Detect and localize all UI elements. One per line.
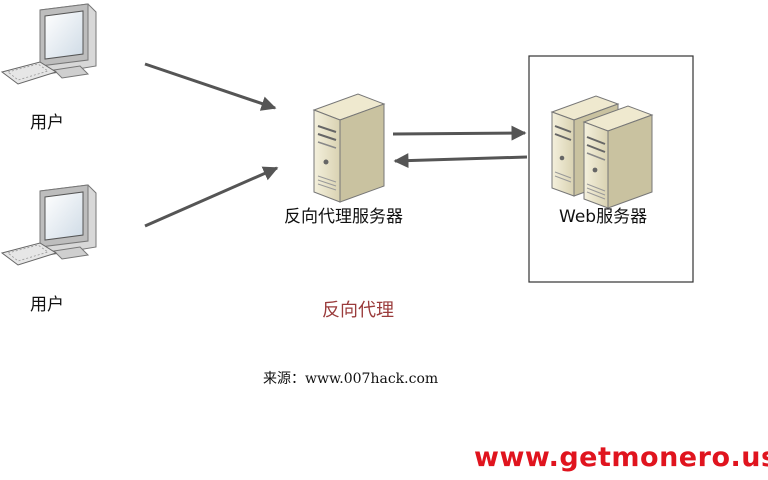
user-bottom-label: 用户 [30,295,64,315]
watermark-text: www.getmonero.us [474,442,768,473]
proxy-server-label: 反向代理服务器 [284,207,403,227]
server-icon [312,93,386,203]
user-top-label: 用户 [30,113,64,133]
arrow-proxy-to-web [392,125,527,141]
arrow-user-top-to-proxy [144,62,277,111]
desktop-computer-icon [0,184,97,266]
diagram-caption: 反向代理 [322,300,394,321]
source-credit: 来源：www.007hack.com [263,371,439,387]
arrow-user-bottom-to-proxy [144,166,279,228]
web-server-box [528,55,694,283]
server-cluster-icon [550,95,654,209]
web-server-label: Web服务器 [559,207,648,227]
desktop-computer-icon [0,3,97,85]
server-icon [582,105,654,209]
arrow-web-to-proxy [393,153,528,169]
